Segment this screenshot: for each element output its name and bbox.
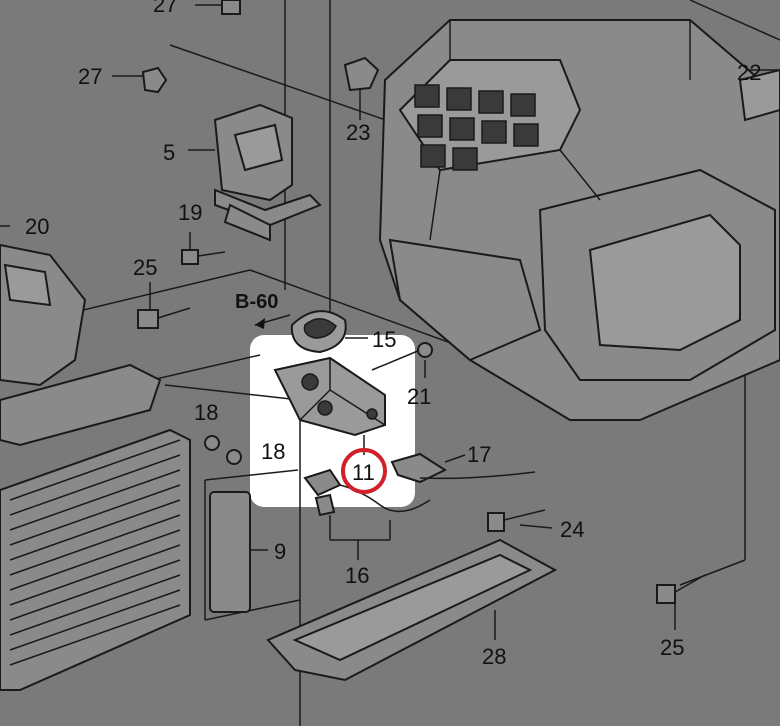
callout-20: 20: [25, 214, 49, 239]
bolt-25-left: [137, 282, 191, 329]
callout-17: 17: [467, 442, 491, 467]
seal-9: [209, 491, 251, 613]
blower-20: [0, 225, 87, 387]
reference-b60: B-60: [235, 291, 278, 313]
clip-23: [343, 56, 380, 120]
bolt-27-top: [195, 0, 241, 15]
o-ring-18b: [226, 449, 242, 465]
callout-27-top: 27: [153, 0, 177, 17]
actuator-5: [188, 103, 322, 242]
callout-27: 27: [78, 64, 102, 89]
callout-5: 5: [163, 140, 175, 165]
callout-28: 28: [482, 644, 506, 669]
callout-18b: 18: [261, 439, 285, 464]
bolt-21: [371, 342, 433, 378]
evaporator-fins: [9, 439, 181, 666]
callout-9: 9: [274, 539, 286, 564]
callout-23: 23: [346, 120, 370, 145]
o-ring-18a: [204, 435, 220, 451]
bolt-25-right: [656, 574, 706, 630]
callout-15: 15: [372, 327, 396, 352]
callout-11: 11: [352, 460, 375, 485]
callout-19: 19: [178, 200, 202, 225]
expansion-valve-11: [273, 356, 386, 455]
callout-21: 21: [407, 384, 431, 409]
clip-27: [112, 66, 168, 94]
housing-grille: [414, 84, 539, 171]
heater-unit-housing: [378, 19, 780, 421]
bolt-24: [487, 509, 553, 532]
callout-22: 22: [737, 60, 761, 85]
callout-16: 16: [345, 563, 369, 588]
evaporator-core: [0, 363, 191, 691]
callout-25-right: 25: [660, 635, 684, 660]
callout-25-left: 25: [133, 255, 157, 280]
screw-19: [181, 232, 226, 265]
sensor-17: [390, 452, 536, 484]
callout-18a: 18: [194, 400, 218, 425]
gasket-15: [290, 310, 368, 354]
drain-pan-28: [266, 538, 558, 682]
b60-arrow: [254, 314, 291, 329]
highlight-circle: [341, 448, 387, 494]
callout-24: 24: [560, 517, 584, 542]
